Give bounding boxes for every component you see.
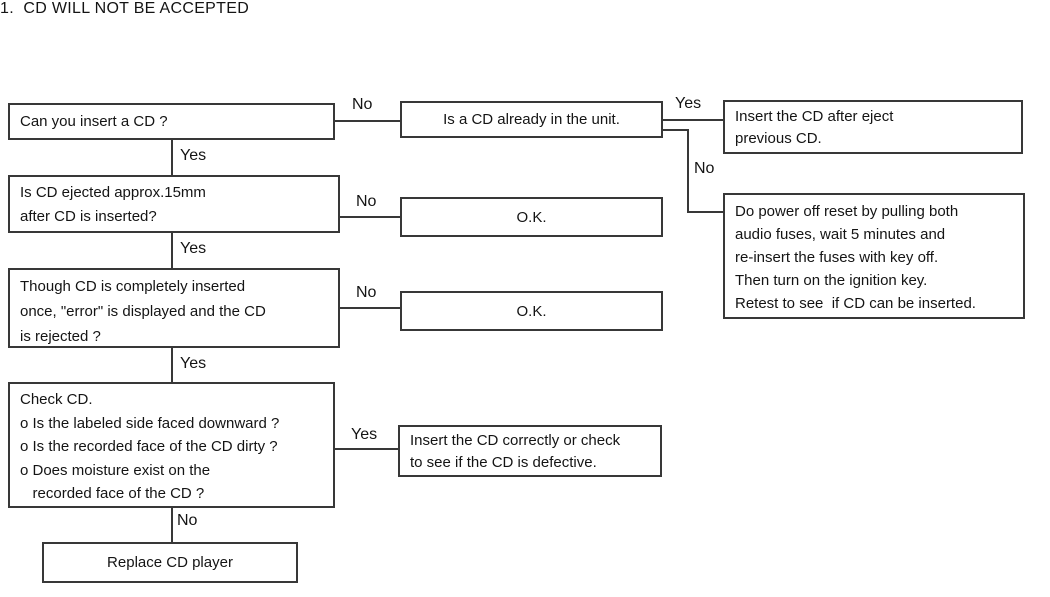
edge-label-check-no: No: [177, 512, 198, 529]
edge-label-error-no: No: [356, 284, 377, 301]
connector-check-no: [171, 508, 173, 542]
connector-can-insert-no: [335, 120, 400, 122]
edge-label-ejected-no: No: [356, 193, 377, 210]
edge-label-can-insert-no: No: [352, 96, 373, 113]
flow-box-ok-1: O.K.: [400, 197, 663, 237]
edge-label-check-yes: Yes: [351, 426, 378, 443]
connector-already-yes: [663, 119, 723, 121]
flow-box-check-cd: Check CD. o Is the labeled side faced do…: [8, 382, 335, 508]
connector-ejected-yes: [171, 233, 173, 268]
flow-box-replace-cd-player: Replace CD player: [42, 542, 298, 583]
flow-box-cd-already-in-unit: Is a CD already in the unit.: [400, 101, 663, 138]
connector-already-no-h1: [663, 129, 689, 131]
flow-box-ok-2: O.K.: [400, 291, 663, 331]
connector-can-insert-yes: [171, 140, 173, 175]
flow-box-insert-after-eject: Insert the CD after eject previous CD.: [723, 100, 1023, 154]
edge-label-already-yes: Yes: [675, 95, 702, 112]
flow-box-can-insert-cd: Can you insert a CD ?: [8, 103, 335, 140]
connector-already-no-v: [687, 129, 689, 213]
flow-box-insert-cd-correctly: Insert the CD correctly or check to see …: [398, 425, 662, 477]
edge-label-can-insert-yes: Yes: [180, 147, 207, 164]
page-title: 1. CD WILL NOT BE ACCEPTED: [0, 0, 250, 17]
connector-ejected-no: [340, 216, 400, 218]
connector-check-yes: [335, 448, 398, 450]
edge-label-error-yes: Yes: [180, 355, 207, 372]
connector-error-yes: [171, 348, 173, 382]
flow-box-error-displayed: Though CD is completely inserted once, "…: [8, 268, 340, 348]
connector-error-no: [340, 307, 400, 309]
flow-box-power-off-reset: Do power off reset by pulling both audio…: [723, 193, 1025, 319]
flow-box-cd-ejected-15mm: Is CD ejected approx.15mm after CD is in…: [8, 175, 340, 233]
connector-already-no-h2: [687, 211, 723, 213]
edge-label-already-no: No: [694, 160, 715, 177]
edge-label-ejected-yes: Yes: [180, 240, 207, 257]
